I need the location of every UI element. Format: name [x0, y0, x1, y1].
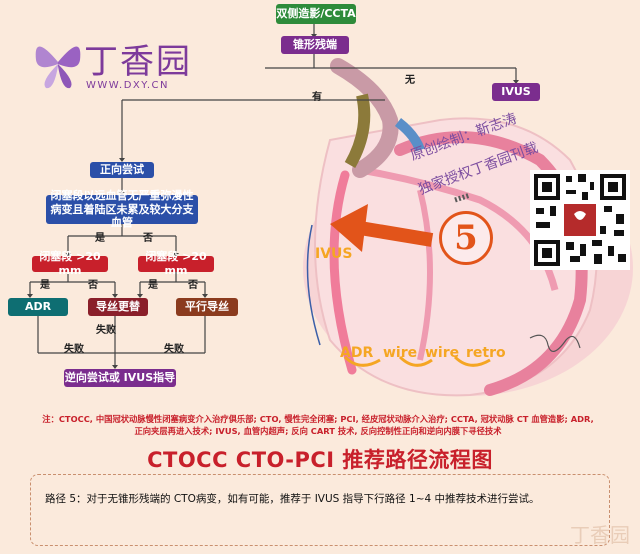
wire-tag-1: wire	[383, 345, 418, 361]
label-fail2: 失败	[64, 344, 84, 355]
label-fail1: 失败	[96, 325, 116, 336]
page-title: CTOCC CTO-PCI 推荐路径流程图	[147, 448, 493, 472]
butterfly-logo-icon	[35, 46, 81, 89]
flow-condition: 闭塞段以远血管无严重弥漫性病变且着陆区未累及较大分支血管	[46, 189, 198, 229]
label-yes3: 是	[40, 280, 50, 291]
label-fail3: 失败	[164, 344, 184, 355]
abbreviation-note: 注：CTOCC, 中国冠状动脉慢性闭塞病变介入治疗俱乐部; CTO, 慢性完全闭…	[42, 414, 594, 437]
label-no2: 否	[143, 233, 153, 244]
retro-tag: retro	[466, 345, 506, 361]
label-no: 无	[405, 75, 415, 86]
label-yes4: 是	[148, 280, 158, 291]
flow-ivus: IVUS	[492, 83, 540, 101]
adr-tag: ADR	[340, 345, 374, 361]
flow-wire-change: 导丝更替	[88, 298, 148, 316]
qr-code-icon	[530, 170, 630, 270]
path-description-text: 路径 5：对于无锥形残端的 CTO病变，如有可能，推荐于 IVUS 指导下行路径…	[45, 493, 540, 505]
flow-antegrade: 正向尝试	[90, 162, 154, 178]
logo-url: WWW.DXY.CN	[86, 80, 169, 91]
ivus-tag: IVUS	[315, 246, 353, 262]
logo-brand: 丁香园	[84, 42, 192, 82]
flow-length-right: 闭塞段 >20 mm	[138, 250, 214, 277]
label-yes: 有	[312, 92, 322, 103]
label-no3: 否	[88, 280, 98, 291]
path-number-badge: 5	[439, 211, 493, 265]
watermark-logo: 丁香园	[570, 523, 630, 547]
flow-stump: 锥形残端	[281, 36, 349, 54]
flow-parallel: 平行导丝	[176, 298, 238, 316]
wire-tag-2: wire	[425, 345, 460, 361]
label-no4: 否	[188, 280, 198, 291]
flow-top-ccta: 双侧造影/CCTA	[276, 4, 356, 24]
flow-length-left: 闭塞段 >20 mm	[32, 250, 108, 277]
path-description: 路径 5：对于无锥形残端的 CTO病变，如有可能，推荐于 IVUS 指导下行路径…	[30, 474, 610, 546]
flow-retrograde: 逆向尝试或 IVUS指导	[64, 369, 176, 387]
flow-adr: ADR	[8, 298, 68, 316]
label-yes2: 是	[95, 233, 105, 244]
